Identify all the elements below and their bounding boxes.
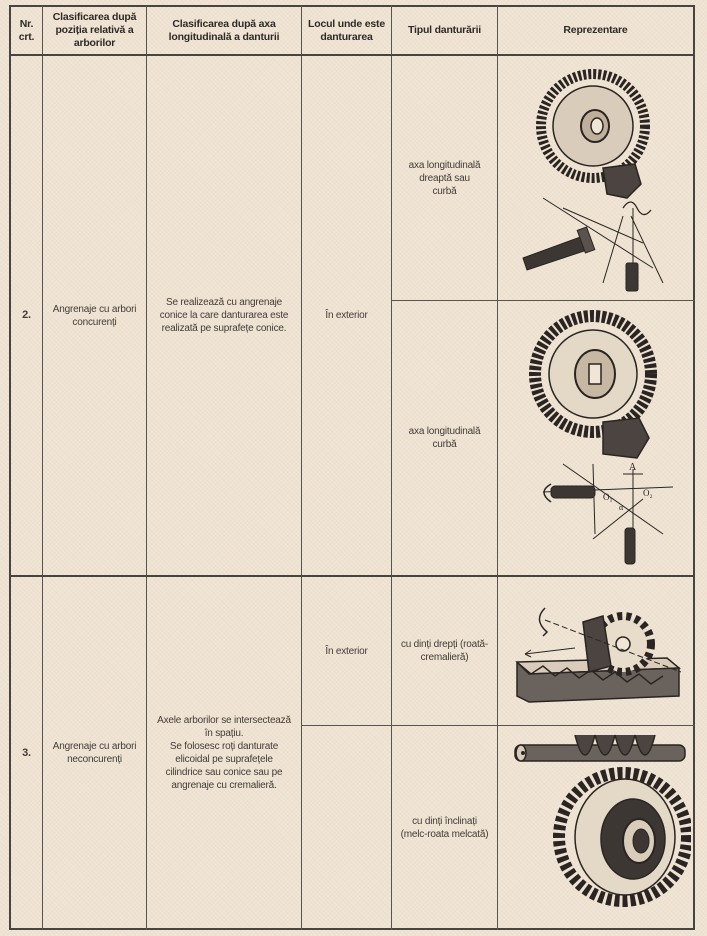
col-divider bbox=[146, 5, 147, 930]
header-gear-type: Tipul danturării bbox=[407, 24, 482, 36]
subrow-divider bbox=[391, 300, 695, 301]
axis-description-line: Se folosesc roți danturate elicoidal pe … bbox=[165, 741, 283, 791]
col-divider bbox=[301, 5, 302, 930]
axis-description-line: Axele arborilor se intersectează în spaț… bbox=[157, 715, 291, 739]
header-longitudinal-axis: Clasificarea după axa longitudinală a da… bbox=[168, 17, 280, 43]
header-relative-position: Clasificarea după poziția relativă a arb… bbox=[52, 11, 137, 49]
row-divider bbox=[9, 575, 695, 577]
location-cell: În exterior bbox=[325, 645, 368, 657]
location-cell: În exterior bbox=[325, 310, 368, 321]
gear-type-cell: axa longitudinală curbă bbox=[408, 426, 481, 450]
svg-text:O₁: O₁ bbox=[603, 492, 613, 502]
relative-position-cell: Angrenaje cu arbori concurenți bbox=[52, 303, 137, 328]
col-divider bbox=[391, 5, 392, 930]
rack-pinion-icon bbox=[505, 592, 691, 712]
subrow-divider bbox=[301, 725, 695, 726]
header-representation: Reprezentare bbox=[563, 24, 628, 36]
location-cell bbox=[302, 726, 391, 929]
col-divider bbox=[497, 5, 498, 930]
longitudinal-axis-cell: Axele arborilor se intersectează în spaț… bbox=[147, 577, 301, 929]
bevel-gear-spiral-icon: A O₁ O₂ α bbox=[503, 304, 693, 572]
svg-text:O₂: O₂ bbox=[643, 488, 653, 498]
gear-type-cell: cu dinți înclinați (melc-roata melcată) bbox=[400, 815, 489, 840]
gear-type-cell: axa longitudinală dreaptă sau curbă bbox=[408, 159, 481, 197]
header-location: Locul unde este danturarea bbox=[308, 17, 385, 43]
longitudinal-axis-cell: Se realizează cu angrenaje conice la car… bbox=[159, 297, 289, 334]
row-number: 2. bbox=[22, 309, 31, 321]
svg-text:α: α bbox=[619, 503, 624, 512]
header-nr: Nr. crt. bbox=[18, 17, 35, 43]
gear-classification-table bbox=[9, 5, 695, 930]
svg-text:A: A bbox=[629, 462, 637, 473]
gear-type-cell: cu dinți drepți (roată-cremalieră) bbox=[400, 639, 489, 663]
row-number: 3. bbox=[22, 746, 31, 759]
relative-position-cell: Angrenaje cu arbori neconcurenți bbox=[52, 741, 137, 765]
bevel-gear-straight-icon bbox=[503, 58, 693, 298]
worm-gear-icon bbox=[505, 729, 691, 929]
col-divider bbox=[42, 5, 43, 930]
header-divider bbox=[9, 54, 695, 56]
